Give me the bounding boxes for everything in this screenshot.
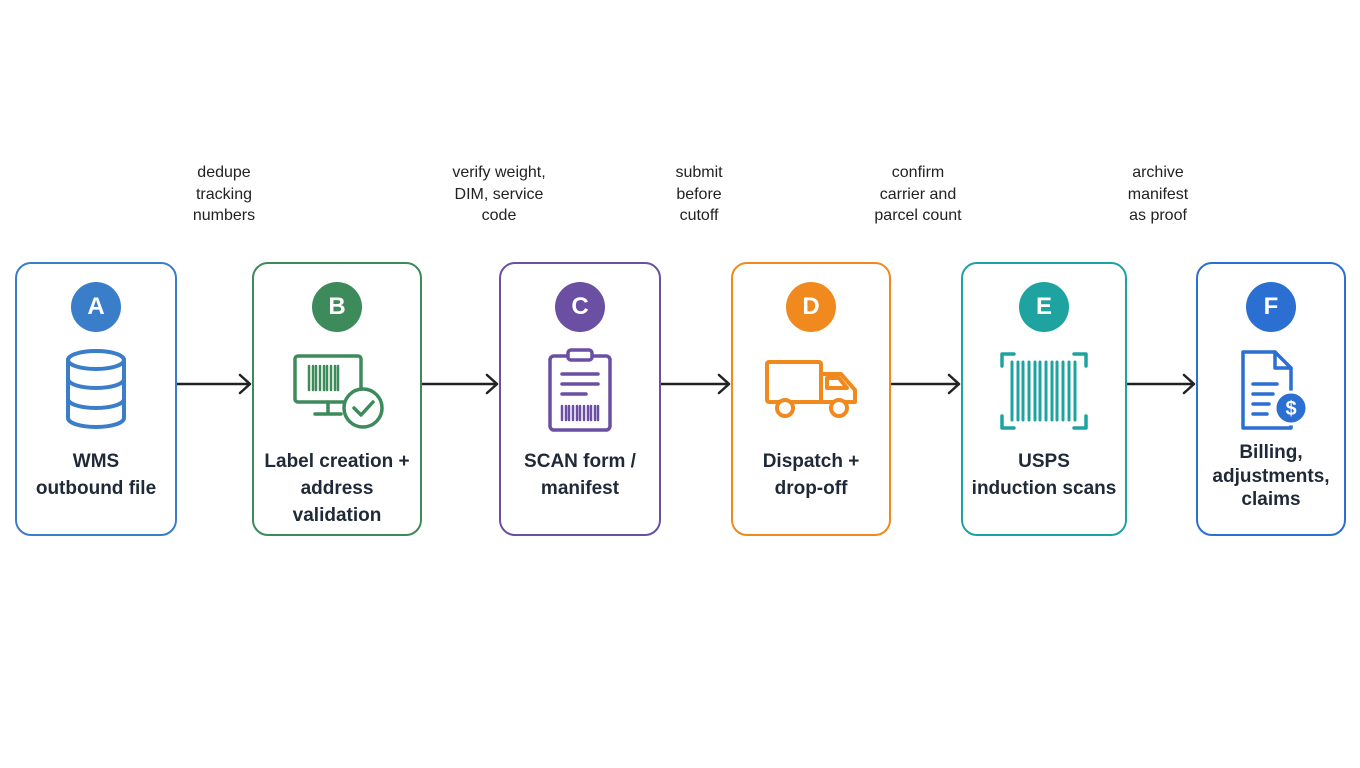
arrow-c-to-d [661, 372, 731, 396]
delivery-truck-icon [761, 348, 861, 434]
label-monitor-check-icon [287, 348, 387, 434]
arrow-a-to-b [177, 372, 252, 396]
step-label-a: WMS outbound file [35, 451, 157, 499]
step-badge-c: C [555, 282, 605, 332]
step-badge-d: D [786, 282, 836, 332]
arrow-b-to-c [422, 372, 499, 396]
annotation-d-e: confirm carrier and parcel count [874, 164, 962, 224]
step-box-e: E USPS induction scans [961, 262, 1127, 536]
step-box-d: D Dispatch + drop-off [731, 262, 891, 536]
step-label-c: SCAN form / manifest [524, 451, 636, 499]
annotation-c-d: submit before cutoff [675, 164, 723, 224]
annotation-b-c: verify weight, DIM, service code [452, 164, 546, 224]
database-icon [46, 348, 146, 434]
arrow-d-to-e [891, 372, 961, 396]
step-label-f: Billing, adjustments, claims [1212, 442, 1330, 510]
svg-text:$: $ [1285, 398, 1296, 420]
step-label-b: Label creation + address validation [264, 451, 410, 526]
barcode-scan-icon [994, 348, 1094, 434]
step-box-c: C SCAN form / manifest [499, 262, 661, 536]
step-badge-a: A [71, 282, 121, 332]
step-label-e: USPS induction scans [971, 451, 1117, 499]
annotation-a-b: dedupe tracking numbers [192, 164, 256, 224]
clipboard-barcode-icon [530, 348, 630, 434]
step-badge-b: B [312, 282, 362, 332]
arrow-e-to-f [1127, 372, 1196, 396]
step-badge-f: F [1246, 282, 1296, 332]
step-box-f: F $ Billing, adjustments, claims [1196, 262, 1346, 536]
annotation-e-f: archive manifest as proof [1127, 164, 1189, 224]
step-box-b: B Label creation + address validation [252, 262, 422, 536]
step-box-a: A WMS outbound file [15, 262, 177, 536]
invoice-dollar-icon: $ [1221, 348, 1321, 434]
step-badge-e: E [1019, 282, 1069, 332]
step-label-d: Dispatch + drop-off [762, 451, 860, 499]
